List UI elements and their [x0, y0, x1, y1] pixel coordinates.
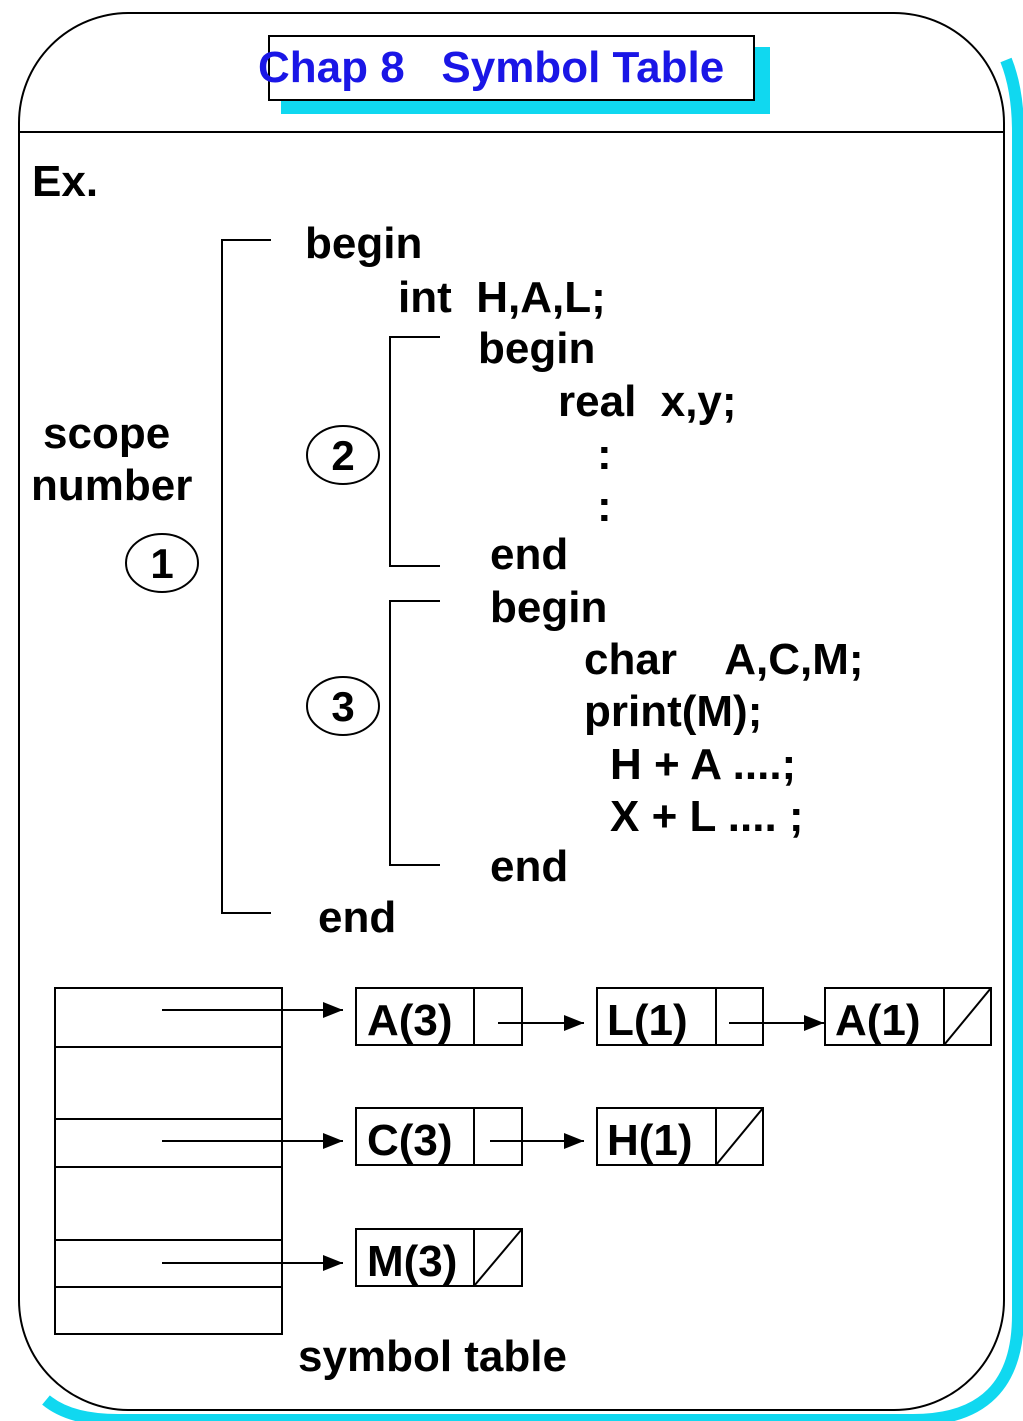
- node-m3: [355, 1228, 523, 1287]
- scope-circle-3: [306, 676, 380, 736]
- node-label-c3: C(3): [367, 1116, 453, 1165]
- slide-title: Chap 8 Symbol Table: [258, 43, 725, 92]
- node-a1: [824, 987, 992, 1046]
- code-line: end: [490, 842, 569, 891]
- scope-number-3: 3: [331, 683, 355, 730]
- scope-circle-2: [306, 425, 380, 485]
- scope-number-1: 1: [150, 540, 174, 587]
- code-line: begin: [305, 219, 423, 268]
- scope-label-line1: scope: [43, 409, 171, 458]
- code-line: end: [318, 893, 397, 942]
- node-label-a1: A(1): [835, 996, 921, 1045]
- frame-shadow: [42, 57, 1023, 1421]
- node-label-m3: M(3): [367, 1237, 458, 1286]
- code-line: int H,A,L;: [398, 273, 606, 322]
- node-label-a3: A(3): [367, 996, 453, 1045]
- node-h1: [596, 1107, 764, 1166]
- code-line: H + A ....;: [610, 740, 797, 789]
- frame-border: [18, 12, 1005, 1411]
- code-line: end: [490, 530, 569, 579]
- node-l1: [596, 987, 764, 1046]
- scope-bracket-1: [221, 239, 271, 914]
- example-label: Ex.: [32, 157, 99, 206]
- code-line: begin: [490, 583, 608, 632]
- node-label-l1: L(1): [607, 996, 688, 1045]
- scope-label-line2: number: [31, 461, 193, 510]
- symbol-table-caption: symbol table: [298, 1332, 567, 1381]
- scope-circle-1: [125, 533, 199, 593]
- node-c3: [355, 1107, 523, 1166]
- node-label-h1: H(1): [607, 1116, 693, 1165]
- code-line: char A,C,M;: [584, 635, 864, 684]
- scope-bracket-3: [389, 600, 440, 866]
- hash-table: [54, 987, 283, 1335]
- code-line: print(M);: [584, 687, 763, 736]
- title-box: [268, 35, 755, 101]
- code-line: begin: [478, 324, 596, 373]
- code-line: :: [597, 482, 612, 531]
- node-a3: [355, 987, 523, 1046]
- code-line: :: [597, 430, 612, 479]
- code-line: real x,y;: [558, 377, 737, 426]
- scope-bracket-2: [389, 336, 440, 567]
- code-line: X + L .... ;: [610, 792, 804, 841]
- scope-number-2: 2: [331, 432, 355, 479]
